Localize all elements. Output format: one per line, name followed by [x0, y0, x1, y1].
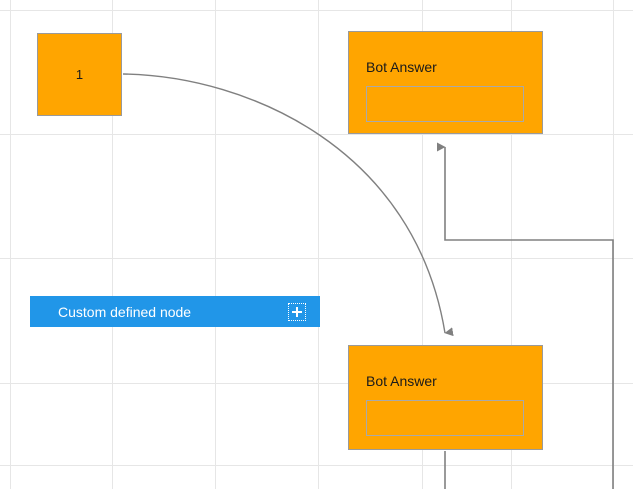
start-node[interactable]: 1 — [37, 33, 122, 116]
bot-answer-slot-bottom[interactable] — [366, 400, 524, 436]
grid-line-vertical — [112, 0, 113, 489]
custom-defined-node-bar[interactable]: Custom defined node — [30, 296, 320, 327]
bot-answer-slot-top[interactable] — [366, 86, 524, 122]
bot-answer-node-bottom[interactable]: Bot Answer — [348, 345, 543, 450]
grid-line-horizontal — [0, 465, 633, 466]
bot-answer-title-bottom: Bot Answer — [366, 373, 437, 389]
grid-line-vertical — [318, 0, 319, 489]
grid-line-horizontal — [0, 258, 633, 259]
grid-line-horizontal — [0, 383, 633, 384]
grid-line-vertical — [10, 0, 11, 489]
grid-line-horizontal — [0, 134, 633, 135]
bot-answer-title-top: Bot Answer — [366, 59, 437, 75]
grid-line-vertical — [215, 0, 216, 489]
start-node-label: 1 — [75, 67, 84, 82]
grid-line-vertical — [613, 0, 614, 489]
grid-line-horizontal — [0, 10, 633, 11]
bot-answer-node-top[interactable]: Bot Answer — [348, 31, 543, 134]
custom-defined-node-label: Custom defined node — [58, 303, 192, 320]
plus-icon[interactable] — [288, 302, 306, 321]
